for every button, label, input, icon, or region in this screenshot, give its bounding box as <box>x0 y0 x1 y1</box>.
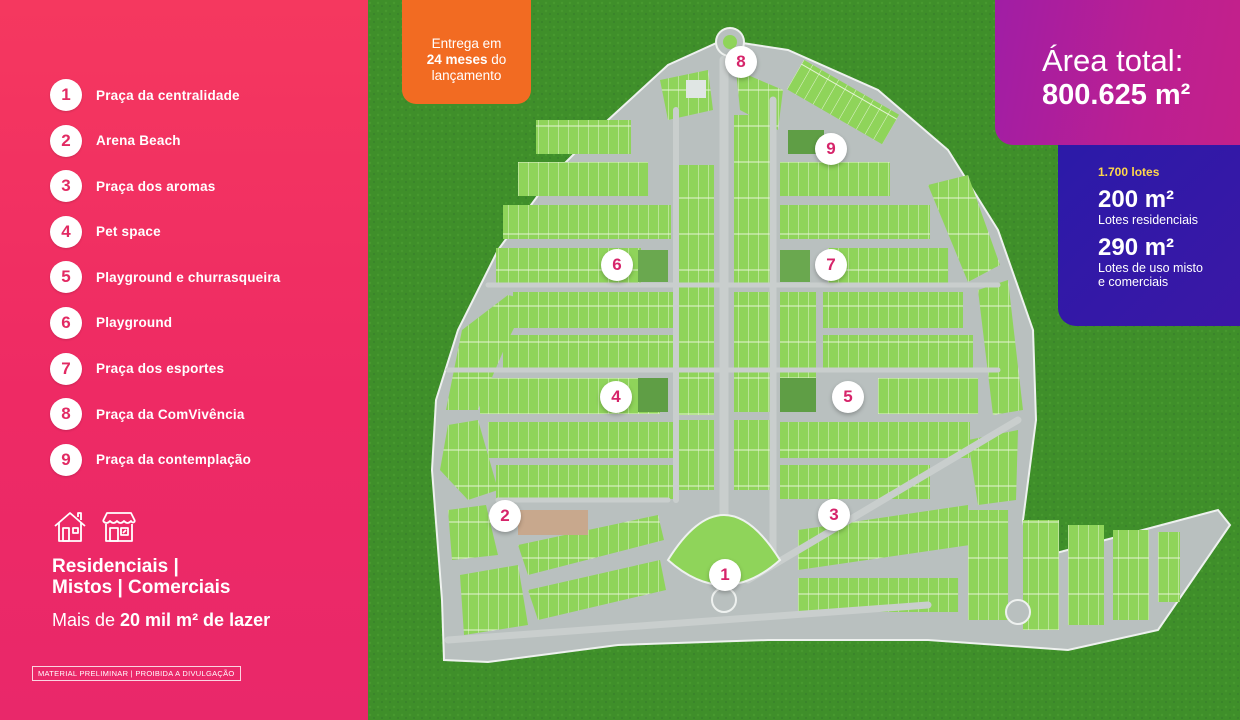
mixed-lot-label-line1: Lotes de uso misto <box>1098 261 1203 275</box>
legend-number: 3 <box>50 170 82 203</box>
legend-label: Playground e churrasqueira <box>96 269 281 285</box>
map-marker-1[interactable]: 1 <box>709 559 741 591</box>
map-marker-8[interactable]: 8 <box>725 46 757 78</box>
legend-item: 5 Playground e churrasqueira <box>50 260 281 294</box>
main-roads <box>444 55 1022 644</box>
delivery-months: 24 meses <box>426 52 488 67</box>
legend-label: Praça dos aromas <box>96 178 216 194</box>
lot-types-line: Mistos | Comerciais <box>52 577 231 598</box>
legend-label: Praça da contemplação <box>96 452 252 468</box>
legend-label: Praça da centralidade <box>96 87 240 103</box>
mixed-lot-label-line2: e comerciais <box>1098 275 1169 289</box>
map-marker-2[interactable]: 2 <box>489 500 521 532</box>
legend-item: 3 Praça dos aromas <box>50 169 281 203</box>
legend-number: 9 <box>50 443 82 476</box>
total-area-title: Área total: <box>1042 43 1184 78</box>
legend-item: 6 Playground <box>50 306 281 340</box>
legend-number: 8 <box>50 398 82 431</box>
delivery-callout: Entrega em 24 meses do lançamento <box>402 0 531 104</box>
total-area-callout: Área total: 800.625 m² <box>995 0 1240 145</box>
map-marker-7[interactable]: 7 <box>815 249 847 281</box>
map-marker-3[interactable]: 3 <box>818 499 850 531</box>
legend-item: 8 Praça da ComVivência <box>50 397 281 431</box>
legend-number: 1 <box>50 79 82 111</box>
site-plan-map: 1 2 3 4 5 6 7 8 9 <box>368 0 1240 720</box>
delivery-line2-suffix: do <box>487 52 507 67</box>
legend-item: 2 Arena Beach <box>50 124 281 158</box>
legend-item: 7 Praça dos esportes <box>50 352 281 386</box>
legend-label: Praça da ComVivência <box>96 406 245 422</box>
lot-types-line: Residenciais | <box>52 556 179 577</box>
legend-label: Praça dos esportes <box>96 361 225 377</box>
leisure-prefix: Mais de <box>52 610 121 630</box>
map-marker-4[interactable]: 4 <box>600 381 632 413</box>
legend-item: 4 Pet space <box>50 215 281 249</box>
site-plan-drawing <box>368 0 1240 720</box>
legend-item: 9 Praça da contemplação <box>50 443 281 477</box>
disclaimer-badge: MATERIAL PRELIMINAR | PROIBIDA A DIVULGA… <box>32 666 241 681</box>
legend-label: Playground <box>96 315 173 331</box>
delivery-line1: Entrega em <box>431 36 502 51</box>
lots-count: 1.700 lotes <box>1098 165 1160 179</box>
map-marker-9[interactable]: 9 <box>815 133 847 165</box>
lots-info-callout: 1.700 lotes 200 m² Lotes residenciais 29… <box>1058 145 1240 326</box>
house-icon <box>54 512 86 542</box>
legend-number: 6 <box>50 306 82 339</box>
delivery-line3: lançamento <box>431 68 502 83</box>
map-marker-6[interactable]: 6 <box>601 249 633 281</box>
legend-number: 7 <box>50 352 82 385</box>
legend-label: Arena Beach <box>96 133 181 149</box>
legend-number: 2 <box>50 124 82 157</box>
delivery-line2: 24 meses do <box>402 52 531 68</box>
mixed-lot-size: 290 m² <box>1098 234 1175 261</box>
residential-lot-label: Lotes residenciais <box>1098 213 1199 227</box>
storefront-icon <box>102 512 136 542</box>
map-marker-5[interactable]: 5 <box>832 381 864 413</box>
legend-label: Pet space <box>96 224 161 240</box>
total-area-value: 800.625 m² <box>1042 79 1191 111</box>
plaza-areas <box>518 80 824 535</box>
roundabouts <box>666 27 1031 625</box>
residential-lot-size: 200 m² <box>1098 186 1175 213</box>
legend-item: 1 Praça da centralidade <box>50 78 281 112</box>
leisure-area-text: Mais de 20 mil m² de lazer <box>52 610 270 631</box>
lot-type-icons <box>52 510 138 544</box>
legend-number: 5 <box>50 261 82 294</box>
leisure-value: 20 mil m² de lazer <box>120 610 271 630</box>
legend-number: 4 <box>50 215 82 248</box>
